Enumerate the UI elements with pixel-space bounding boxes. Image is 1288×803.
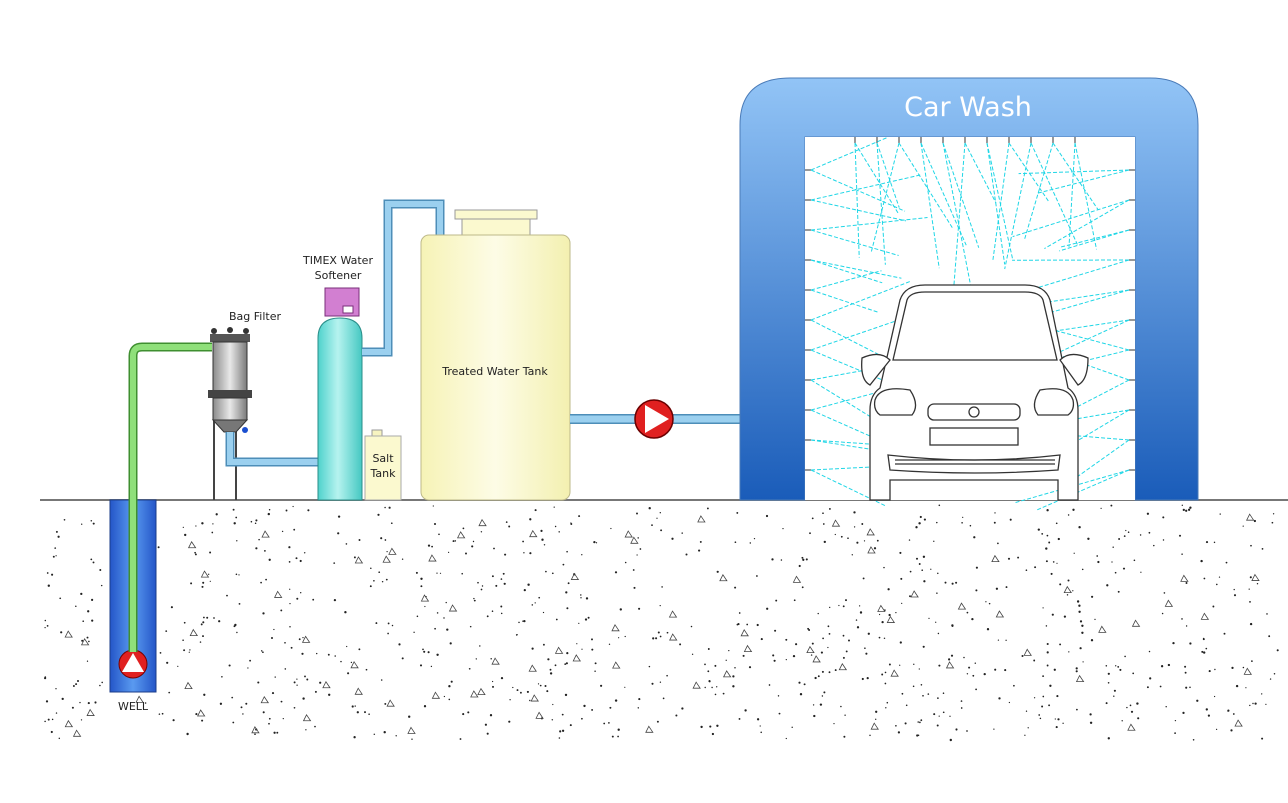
- softener-label-line2: Softener: [315, 269, 362, 282]
- salt-tank-label-line1: Salt: [372, 452, 394, 465]
- bag-filter-label: Bag Filter: [229, 310, 281, 323]
- salt-tank-label-line2: Tank: [370, 467, 397, 480]
- bag-filter: Bag Filter: [208, 310, 281, 500]
- car-wash-title: Car Wash: [904, 92, 1032, 123]
- softener-to-tank-pipe: [362, 199, 445, 357]
- soil-speckle-texture: [44, 504, 1279, 742]
- ground: [40, 499, 1288, 747]
- treated-water-tank: Treated Water Tank: [420, 209, 571, 501]
- treated-tank-label: Treated Water Tank: [441, 365, 548, 378]
- water-softener: TIMEX Water Softener: [302, 254, 373, 501]
- car-icon: [861, 284, 1089, 501]
- salt-tank: Salt Tank: [364, 429, 402, 501]
- well-label: WELL: [118, 700, 149, 713]
- softener-label-line1: TIMEX Water: [302, 254, 373, 267]
- raw-water-pipe: [128, 342, 212, 652]
- spray-nozzles: [805, 137, 1135, 471]
- tank-to-carwash-pipe: [570, 399, 742, 439]
- filter-to-softener-pipe: [225, 432, 318, 467]
